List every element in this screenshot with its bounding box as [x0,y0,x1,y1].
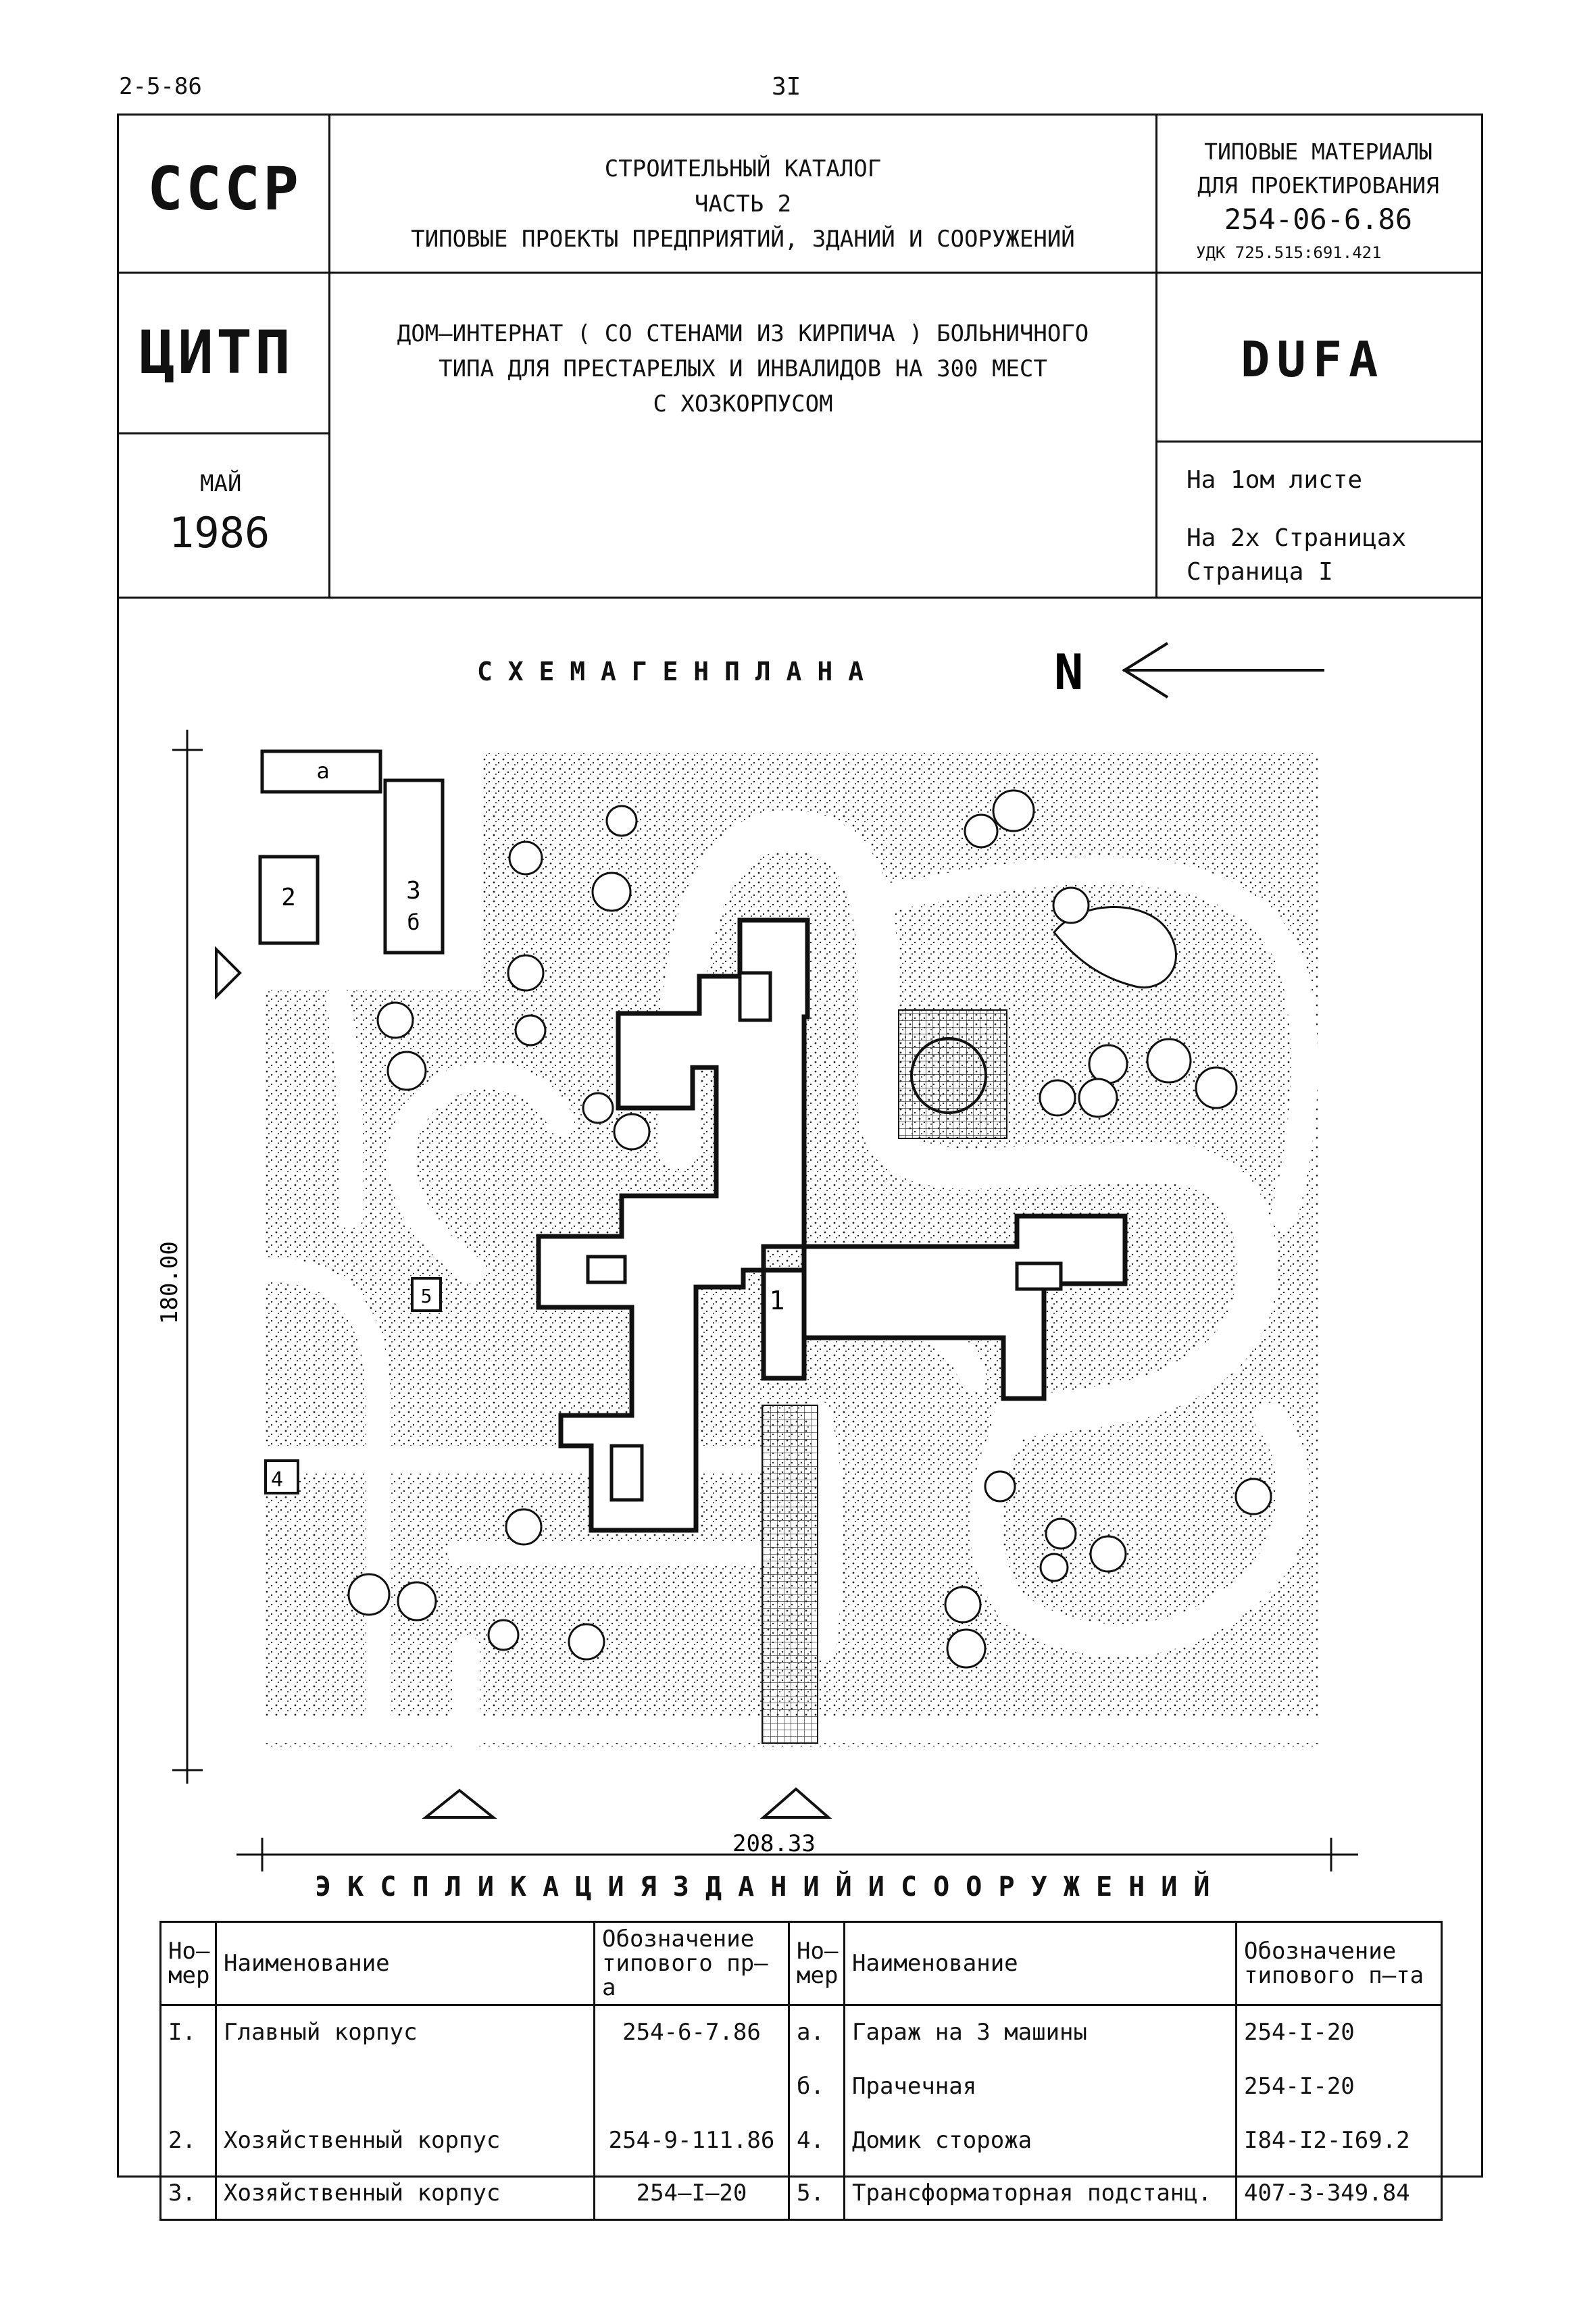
pages-count: На 2х Страницах [1187,524,1407,552]
explication-title: Э К С П Л И К А Ц И Я З Д А Н И Й И С О … [315,1871,1210,1903]
header-num2: Но– мер [788,1921,845,2006]
catalog-title: СТРОИТЕЛЬНЫЙ КАТАЛОГ ЧАСТЬ 2 ТИПОВЫЕ ПРО… [411,155,1075,253]
page-number: 3I [772,73,801,101]
sheet-count: На 1ом листе [1187,466,1363,494]
svg-text:3: 3 [406,877,421,905]
year-label: 1986 [169,508,270,557]
svg-text:а: а [316,758,329,784]
svg-text:2: 2 [281,884,296,911]
page-index: Страница I [1187,558,1333,586]
dimension-lines [172,730,1358,1871]
materials-block: ТИПОВЫЕ МАТЕРИАЛЫ ДЛЯ ПРОЕКТИРОВАНИЯ 254… [1157,135,1479,236]
entrance-markers [215,946,832,1819]
header-name: Наименование [215,1921,595,2006]
building-3 [383,778,445,955]
header-name2: Наименование [843,1921,1237,2006]
plan-title: С Х Е М А Г Е Н П Л А Н А [477,657,864,686]
building-2 [258,855,320,945]
fountain-icon [910,1037,987,1114]
citp-label: ЦИТП [139,318,293,387]
dim-width: 208.33 [732,1830,816,1857]
udk-code: УДК 725.515:691.421 [1196,243,1382,262]
header-code: Обозначение типового пр–а [593,1921,790,2006]
building-1-label: 1 [770,1286,785,1315]
trees [347,789,1272,1669]
materials-code: 254-06-6.86 [1224,203,1413,236]
ussr-label: СССР [147,154,301,224]
svg-text:4: 4 [271,1468,283,1492]
dim-height: 180.00 [156,1241,183,1324]
header-code2: Обозначение типового п–та [1235,1921,1443,2006]
document-code: 2-5-86 [119,73,202,100]
month-label: МАЙ [200,470,242,497]
building-5 [411,1277,442,1312]
building-a [260,749,382,794]
table-row: I. [159,2005,217,2059]
header-num: Но– мер [159,1921,217,2006]
building-4 [264,1459,299,1494]
main-alley [762,1405,818,1744]
project-title: ДОМ–ИНТЕРНАТ ( СО СТЕНАМИ ИЗ КИРПИЧА ) Б… [397,320,1089,418]
svg-text:5: 5 [421,1285,432,1307]
series-code: DUFA [1241,331,1385,388]
north-arrow-icon [1122,642,1324,699]
header-frame [117,114,1483,599]
table-row: 2. [159,2113,217,2167]
north-label: N [1054,644,1083,701]
svg-text:б: б [407,909,420,935]
explication-table: Но– мер Наименование Обозначение типовог… [159,1921,1443,2221]
table-row: 3. [159,2167,217,2221]
